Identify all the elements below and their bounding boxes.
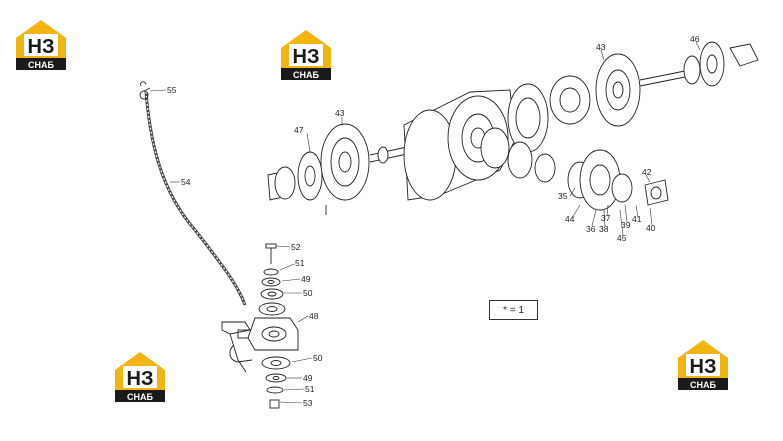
callout-38: 38 bbox=[599, 224, 609, 234]
callout-35: 35 bbox=[558, 191, 568, 201]
callout-40: 40 bbox=[646, 223, 656, 233]
right-upper-hub bbox=[595, 41, 759, 127]
right-lower-hub bbox=[507, 141, 669, 211]
callout-45: 45 bbox=[617, 233, 627, 243]
watermark-word: СНАБ bbox=[293, 70, 319, 80]
callout-43: 43 bbox=[335, 108, 345, 118]
callout-52: 52 bbox=[291, 242, 301, 252]
callout-44: 44 bbox=[565, 214, 575, 224]
watermark-logo: НЗ СНАБ bbox=[113, 350, 167, 404]
callout-49: 49 bbox=[303, 373, 313, 383]
callout-50: 50 bbox=[313, 353, 323, 363]
watermark-letters: НЗ bbox=[690, 356, 717, 378]
watermark-letters: НЗ bbox=[293, 46, 320, 68]
callout-36: 36 bbox=[586, 224, 596, 234]
main-casing bbox=[403, 75, 591, 201]
callout-41: 41 bbox=[632, 214, 642, 224]
watermark-logo: НЗ СНАБ bbox=[676, 338, 730, 392]
watermark-word: СНАБ bbox=[690, 380, 716, 390]
callout-50: 50 bbox=[303, 288, 313, 298]
callout-51: 51 bbox=[305, 384, 315, 394]
callout-42: 42 bbox=[642, 167, 652, 177]
quantity-note: * = 1 bbox=[489, 300, 538, 320]
cable-assembly bbox=[139, 81, 253, 373]
callout-51: 51 bbox=[295, 258, 305, 268]
left-hub-assembly bbox=[267, 123, 431, 215]
callout-53: 53 bbox=[303, 398, 313, 408]
callout-49: 49 bbox=[301, 274, 311, 284]
callout-37: 37 bbox=[601, 213, 611, 223]
bolt-stack bbox=[247, 243, 299, 409]
watermark-letters: НЗ bbox=[127, 368, 154, 390]
callout-48: 48 bbox=[309, 311, 319, 321]
callout-47: 47 bbox=[294, 125, 304, 135]
callout-54: 54 bbox=[181, 177, 191, 187]
callout-39: 39 bbox=[621, 220, 631, 230]
watermark-logo: НЗ СНАБ bbox=[14, 18, 68, 72]
callout-46: 46 bbox=[690, 34, 700, 44]
watermark-word: СНАБ bbox=[127, 392, 153, 402]
watermark-logo: НЗ СНАБ bbox=[279, 28, 333, 82]
callout-55: 55 bbox=[167, 85, 177, 95]
watermark-letters: НЗ bbox=[28, 36, 55, 58]
leader-lines bbox=[149, 41, 701, 404]
watermark-word: СНАБ bbox=[28, 60, 54, 70]
callout-43: 43 bbox=[596, 42, 606, 52]
